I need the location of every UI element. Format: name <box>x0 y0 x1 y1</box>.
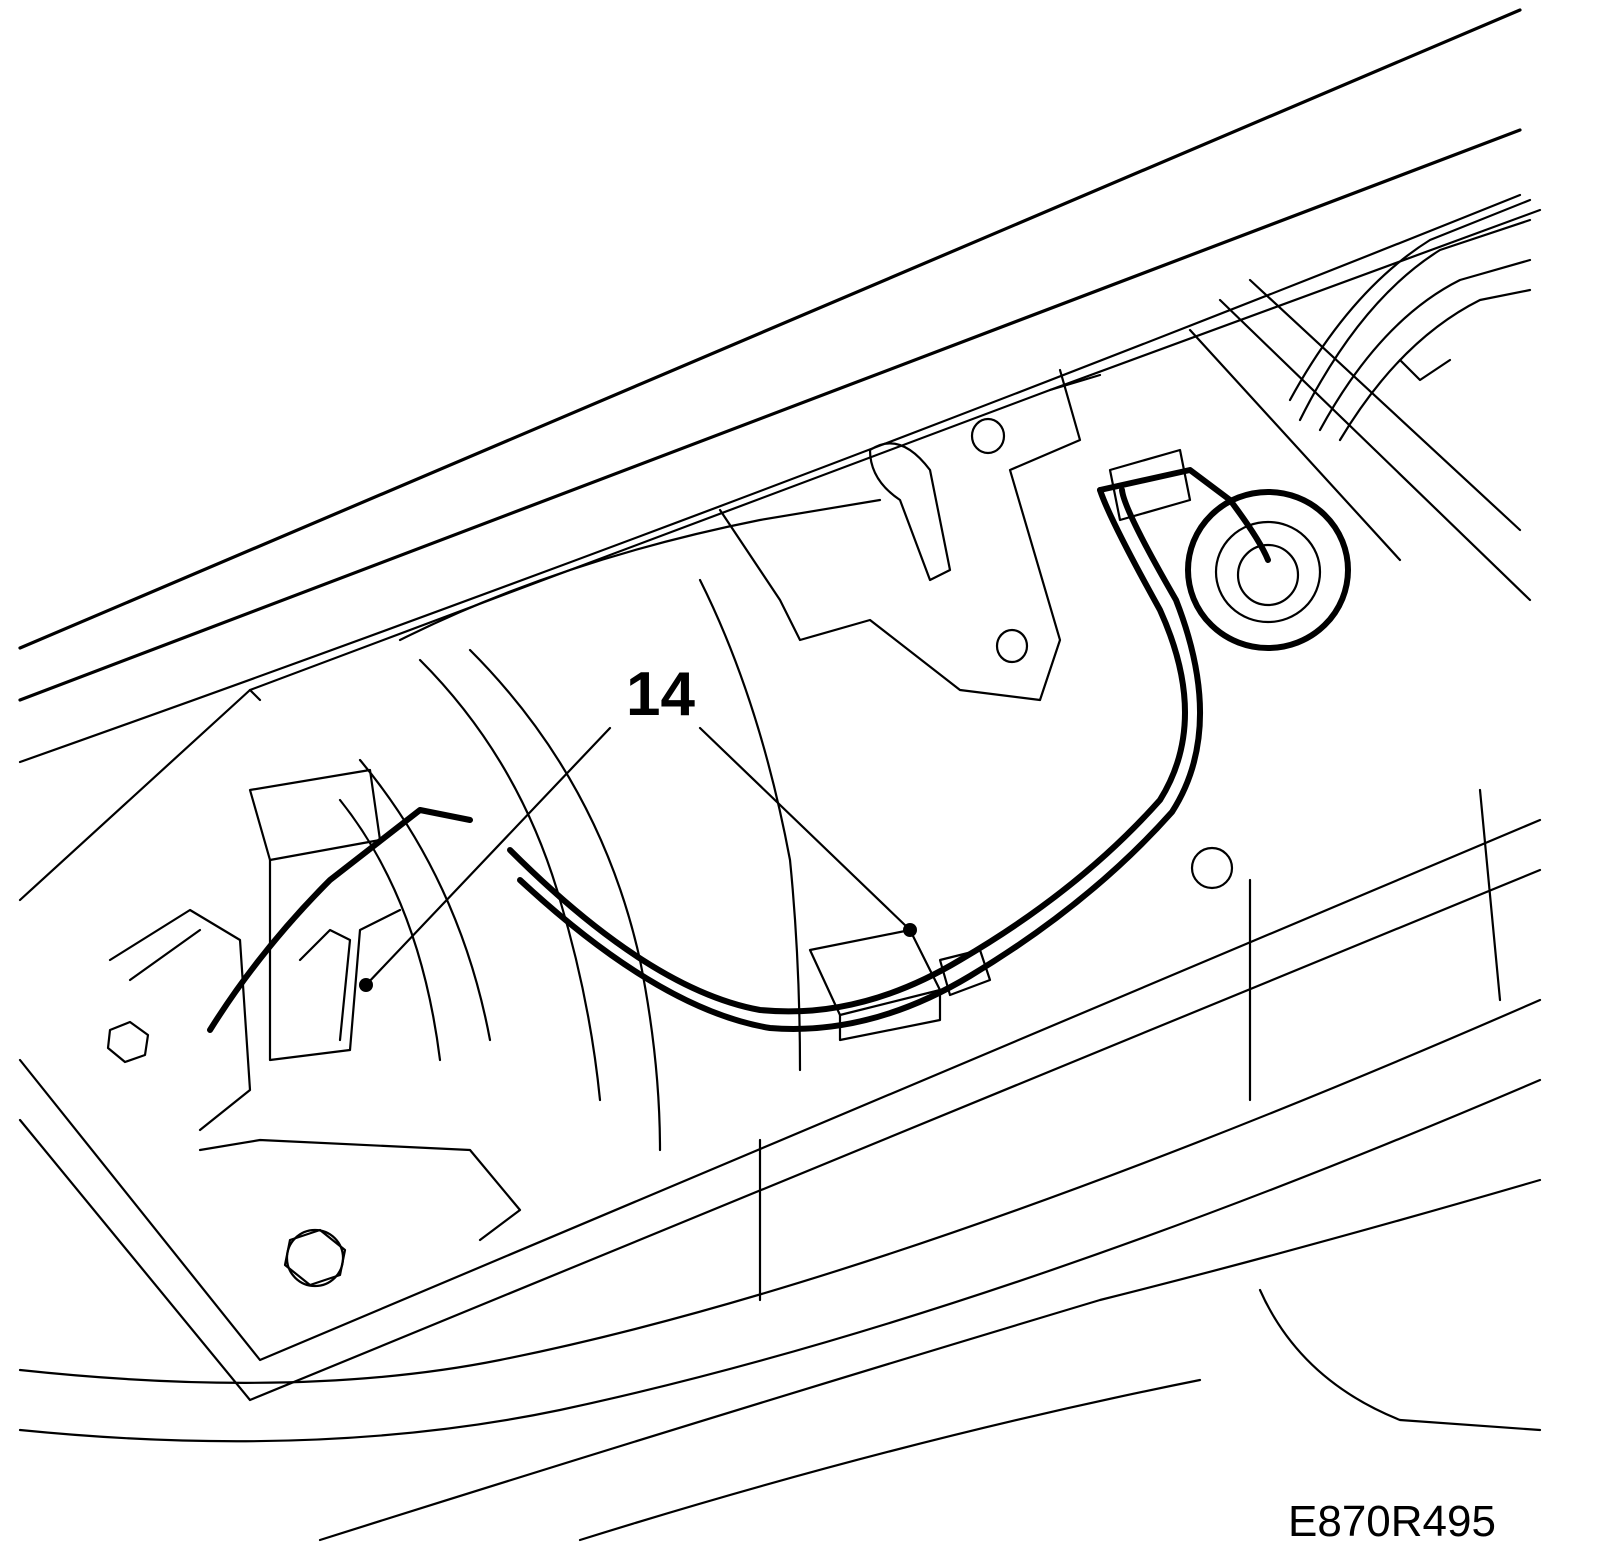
leader-lines <box>359 726 917 992</box>
bracket <box>718 368 1082 702</box>
cowl-panel <box>18 208 1542 902</box>
callout-number: 14 <box>626 660 695 729</box>
lower-panel <box>18 788 1542 1542</box>
wiring-harness <box>207 448 1271 1033</box>
motor-housing <box>338 498 882 1152</box>
grommet <box>1185 489 1351 651</box>
wiring-loom-right <box>1288 198 1532 442</box>
connector-left <box>108 768 402 1132</box>
connector-center <box>808 928 992 1042</box>
windshield-edge <box>18 8 1522 764</box>
figure-code: E870R495 <box>1288 1497 1496 1546</box>
bolts <box>106 846 1234 1288</box>
